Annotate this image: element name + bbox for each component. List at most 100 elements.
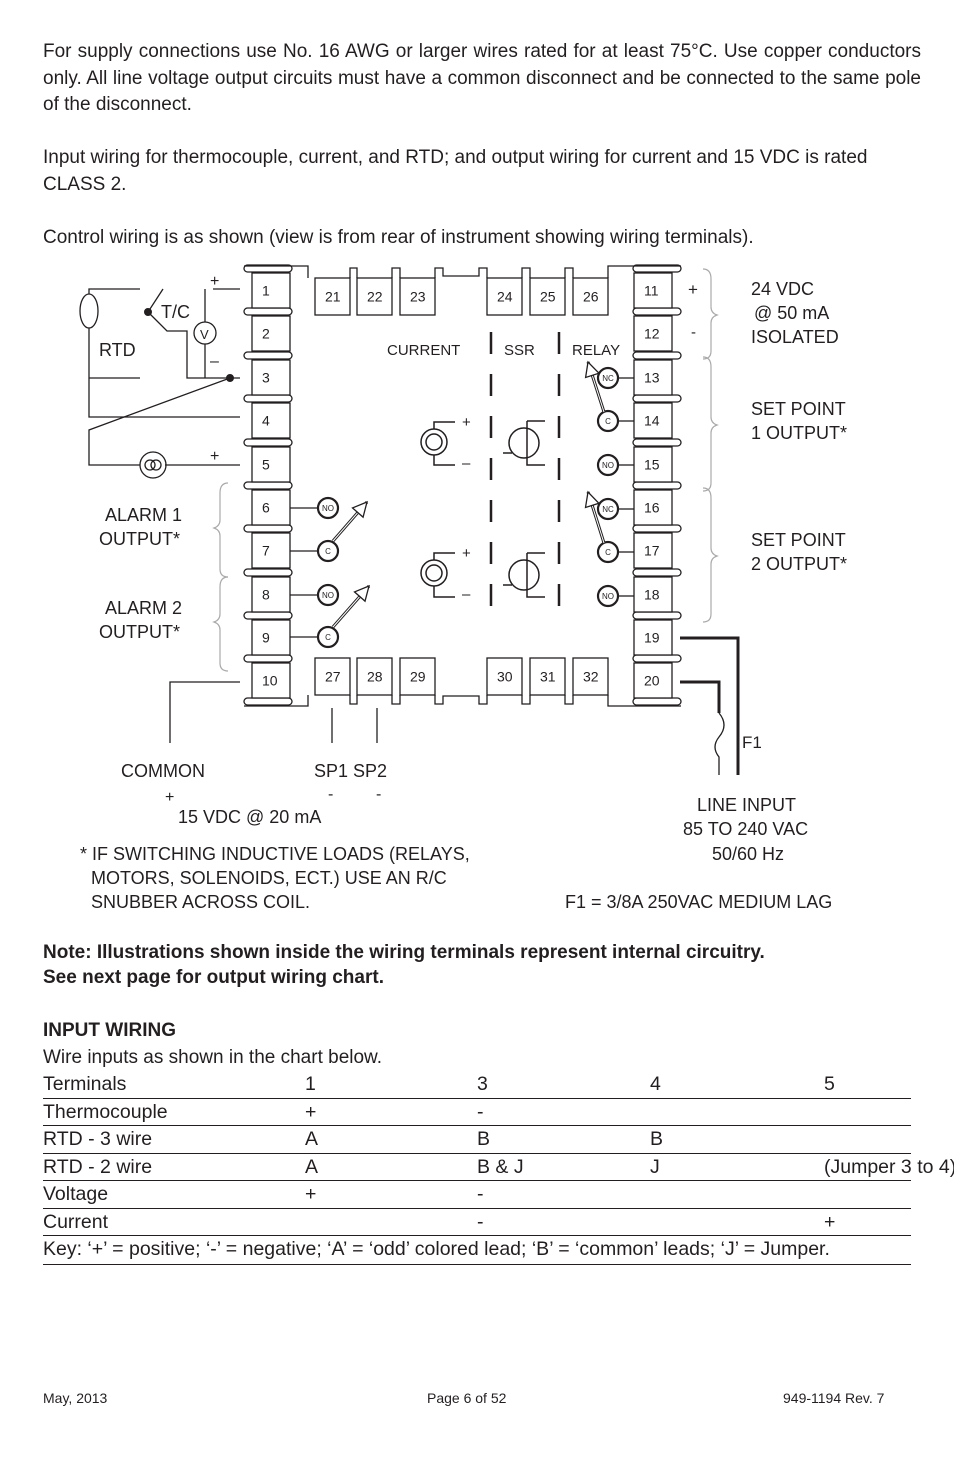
terminal-tab [243, 307, 293, 316]
row-label: Current [43, 1210, 109, 1233]
terminal-27: 27 [314, 657, 351, 696]
relay-contact-no: NO [596, 584, 620, 608]
terminal-number: 3 [262, 370, 270, 386]
table-cell: 5 [824, 1073, 835, 1095]
table-cell: (Jumper 3 to 4) [824, 1155, 954, 1178]
relay-contact-no: NO [596, 453, 620, 477]
svg-text:C: C [325, 633, 331, 642]
table-cell: + [824, 1210, 836, 1233]
terminal-number: 29 [410, 669, 426, 685]
table-cell: + [305, 1100, 317, 1123]
terminal-7: 7 [251, 532, 291, 569]
terminal-14: 14 [633, 402, 673, 439]
terminal-number: 11 [644, 283, 659, 299]
row-label: RTD - 3 wire [43, 1128, 153, 1150]
isolated-label: ISOLATED [751, 327, 839, 347]
alarm1-label: ALARM 1 [105, 505, 182, 525]
table-cell: - [477, 1183, 484, 1205]
terminal-number: 20 [644, 673, 660, 689]
relay-arm-icon [584, 490, 606, 544]
terminal-number: 2 [262, 326, 270, 342]
sp2-label: SET POINT [751, 530, 846, 550]
note-line2: See next page for output wiring chart. [43, 967, 384, 988]
terminal-12: 12 [633, 315, 673, 352]
common-plus: + [165, 789, 174, 806]
relay-contact-c: C [316, 539, 340, 563]
footer-date: May, 2013 [43, 1390, 108, 1406]
svg-text:NO: NO [322, 591, 334, 600]
terminal-22: 22 [356, 277, 393, 316]
svg-text:C: C [325, 547, 331, 556]
terminal-17: 17 [633, 532, 673, 569]
terminal-28: 28 [356, 657, 393, 696]
terminal-number: 19 [644, 630, 660, 646]
terminal-number: 7 [262, 543, 270, 559]
relay-arm-icon [331, 584, 371, 628]
terminal-29: 29 [399, 657, 436, 696]
terminal-24: 24 [486, 277, 523, 316]
rtd-resistor-icon [79, 293, 99, 329]
terminal-number: 30 [497, 669, 513, 685]
terminal-4: 4 [251, 402, 291, 439]
terminal-1: 1 [251, 272, 291, 309]
terminal-tab [243, 264, 293, 273]
terminal-tab [243, 611, 293, 620]
current-label: CURRENT [387, 342, 460, 359]
current-source-icon [139, 451, 167, 479]
terminal-32: 32 [572, 657, 609, 696]
relay-contact-nc: NC [596, 497, 620, 521]
braces [212, 268, 719, 672]
inductive-note-line1: * IF SWITCHING INDUCTIVE LOADS (RELAYS, [80, 844, 470, 864]
terminal-3: 3 [251, 359, 291, 396]
terminal-tab [632, 697, 682, 706]
terminal-25: 25 [529, 277, 566, 316]
terminal-number: 12 [644, 326, 660, 342]
ssr-triac-icon [508, 559, 540, 591]
alarm2-label: ALARM 2 [105, 598, 182, 618]
terminal-tab [243, 481, 293, 490]
terminal-number: 27 [325, 669, 341, 685]
terminal-number: 1 [262, 283, 270, 299]
sp2-minus: - [376, 786, 381, 803]
terminal-number: 15 [644, 457, 660, 473]
table-cell: - [477, 1100, 484, 1123]
terminal-tab [243, 394, 293, 403]
table-cell: A [305, 1155, 319, 1178]
terminal-tab [632, 394, 682, 403]
supply-paragraph: For supply connections use No. 16 AWG or… [43, 41, 921, 115]
terminal-tab [632, 524, 682, 533]
table-cell: B [477, 1128, 491, 1150]
relay-contact-c: C [596, 409, 620, 433]
current-out1-minus: – [462, 455, 471, 472]
key-row: Key: ‘+’ = positive; ‘-’ = negative; ‘A’… [43, 1236, 911, 1265]
current-output-icons [420, 420, 545, 598]
terminal-tab [632, 307, 682, 316]
terminal-number: 4 [262, 413, 270, 429]
terminal-23: 23 [399, 277, 436, 316]
terminal-number: 6 [262, 500, 270, 516]
terminal-16: 16 [633, 489, 673, 526]
relay-arm-icon [584, 360, 606, 413]
footer-doc-number: 949-1194 Rev. 7 [783, 1390, 885, 1406]
relay-contact-c: C [596, 540, 620, 564]
terminal-number: 17 [644, 543, 660, 559]
terminal-number: 31 [540, 669, 556, 685]
terminal-number: 21 [325, 289, 341, 305]
terminal-tab [632, 611, 682, 620]
vdc24-minus: - [691, 324, 696, 341]
output-wires [169, 681, 378, 743]
control-wiring-paragraph: Control wiring is as shown (view is from… [43, 227, 754, 248]
relay-label: RELAY [572, 342, 620, 359]
terminal-tab [243, 697, 293, 706]
vdc24-plus: + [688, 280, 698, 299]
fuse-icon [714, 712, 725, 775]
tc-plus: + [210, 273, 219, 290]
table-cell: B & J [477, 1155, 524, 1178]
fuse-label: F1 [742, 733, 762, 752]
terminal-number: 23 [410, 289, 426, 305]
v-label: V [200, 327, 209, 342]
terminal-number: 8 [262, 587, 270, 603]
